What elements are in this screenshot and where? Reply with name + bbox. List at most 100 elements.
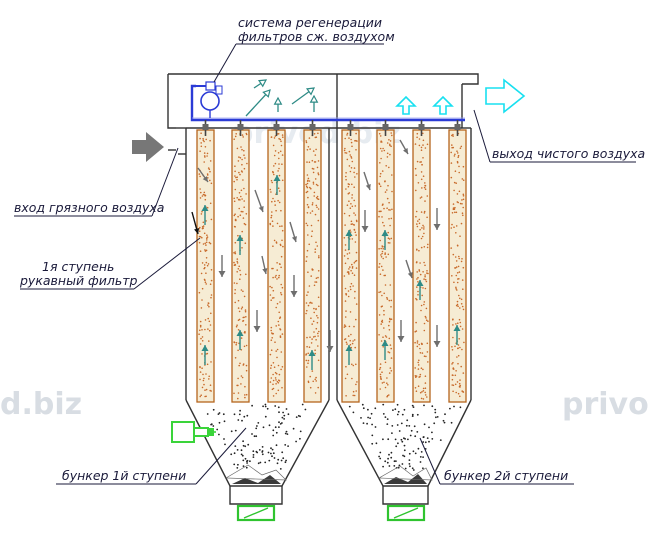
dust-dot bbox=[425, 280, 428, 283]
dust-dot bbox=[378, 334, 380, 336]
dust-dot bbox=[268, 459, 271, 462]
dust-dot bbox=[246, 414, 249, 417]
dust-dot bbox=[350, 269, 352, 272]
dust-dot bbox=[234, 289, 236, 291]
dust-dot bbox=[451, 212, 454, 214]
dust-dot bbox=[315, 204, 318, 207]
dust-dot bbox=[206, 413, 209, 415]
dust-dot bbox=[386, 377, 388, 379]
dust-dot bbox=[203, 191, 206, 194]
dust-dot bbox=[388, 372, 391, 374]
dust-dot bbox=[277, 320, 280, 323]
dust-dot bbox=[387, 384, 389, 386]
dust-dot bbox=[379, 147, 382, 150]
dust-dot bbox=[354, 260, 357, 263]
dust-dot bbox=[431, 405, 434, 408]
dust-dot bbox=[279, 244, 282, 247]
dust-dot bbox=[387, 242, 390, 244]
dust-dot bbox=[355, 149, 357, 151]
dust-dot bbox=[205, 220, 207, 222]
dust-dot bbox=[344, 249, 347, 251]
dust-dot bbox=[383, 274, 386, 277]
dust-dot bbox=[426, 195, 429, 197]
dust-dot bbox=[383, 381, 385, 384]
dust-dot bbox=[395, 460, 397, 462]
dust-dot bbox=[245, 193, 247, 195]
dust-dot bbox=[383, 313, 385, 316]
dust-dot bbox=[456, 245, 459, 247]
dust-dot bbox=[379, 366, 382, 369]
dust-dot bbox=[236, 324, 238, 327]
dust-dot bbox=[311, 338, 313, 340]
dust-dot bbox=[200, 191, 202, 194]
dust-dot bbox=[274, 276, 277, 278]
dust-dot bbox=[426, 272, 428, 274]
dust-dot bbox=[316, 166, 319, 169]
dust-dot bbox=[312, 183, 315, 185]
dust-dot bbox=[244, 457, 247, 460]
dust-dot bbox=[236, 449, 239, 451]
dust-dot bbox=[199, 175, 201, 178]
dust-dot bbox=[202, 243, 205, 245]
dust-dot bbox=[351, 183, 353, 186]
dust-dot bbox=[238, 207, 240, 210]
dust-dot bbox=[276, 133, 279, 135]
dust-dot bbox=[416, 431, 419, 433]
dust-dot bbox=[344, 316, 347, 318]
slant-arrow bbox=[261, 255, 268, 275]
dust-dot bbox=[416, 132, 419, 135]
dust-dot bbox=[386, 142, 389, 144]
dust-dot bbox=[393, 460, 396, 463]
dust-dot bbox=[239, 273, 242, 276]
dust-dot bbox=[305, 185, 308, 188]
dust-dot bbox=[391, 134, 393, 137]
dust-dot bbox=[420, 246, 423, 249]
dust-dot bbox=[234, 357, 237, 359]
dust-dot bbox=[414, 452, 417, 455]
nozzle-cap bbox=[454, 124, 461, 130]
dust-dot bbox=[348, 214, 351, 217]
dust-dot bbox=[317, 132, 319, 135]
arrow-down-icon bbox=[290, 275, 298, 297]
dust-dot bbox=[455, 182, 458, 184]
dust-dot bbox=[312, 181, 315, 184]
dust-dot bbox=[415, 376, 417, 379]
dust-dot bbox=[382, 403, 385, 406]
dust-dot bbox=[348, 268, 350, 270]
dust-dot bbox=[306, 366, 308, 368]
dust-dot bbox=[277, 382, 280, 384]
dust-dot bbox=[244, 445, 247, 448]
dust-dot bbox=[316, 206, 318, 209]
dust-dot bbox=[434, 408, 437, 411]
dust-dot bbox=[375, 442, 378, 445]
dust-dot bbox=[206, 234, 208, 236]
dust-dot bbox=[442, 419, 445, 422]
dust-dot bbox=[277, 170, 279, 172]
dust-dot bbox=[379, 162, 381, 164]
dust-dot bbox=[345, 178, 347, 181]
dust-dot bbox=[389, 140, 392, 142]
dust-dot bbox=[243, 295, 246, 298]
dust-dot bbox=[420, 451, 423, 453]
dust-dot bbox=[402, 454, 404, 457]
dust-dot bbox=[351, 266, 354, 268]
dust-dot bbox=[390, 318, 393, 321]
dust-dot bbox=[315, 241, 317, 244]
dust-dot bbox=[381, 319, 384, 322]
dust-dot bbox=[204, 242, 206, 245]
dust-dot bbox=[206, 152, 209, 155]
label-regen-line2: фильтров сж. воздухом bbox=[238, 29, 395, 44]
dust-dot bbox=[314, 248, 317, 250]
dust-dot bbox=[370, 412, 373, 415]
dust-dot bbox=[237, 198, 240, 201]
dust-dot bbox=[209, 242, 212, 245]
dust-dot bbox=[200, 272, 203, 275]
dust-dot bbox=[237, 419, 240, 421]
dust-dot bbox=[386, 156, 389, 158]
dust-dot bbox=[416, 261, 418, 263]
arrow-up-icon bbox=[201, 205, 209, 225]
dust-dot bbox=[306, 294, 308, 297]
dust-dot bbox=[275, 241, 278, 243]
dust-dot bbox=[306, 336, 308, 339]
dust-dot bbox=[453, 226, 455, 228]
